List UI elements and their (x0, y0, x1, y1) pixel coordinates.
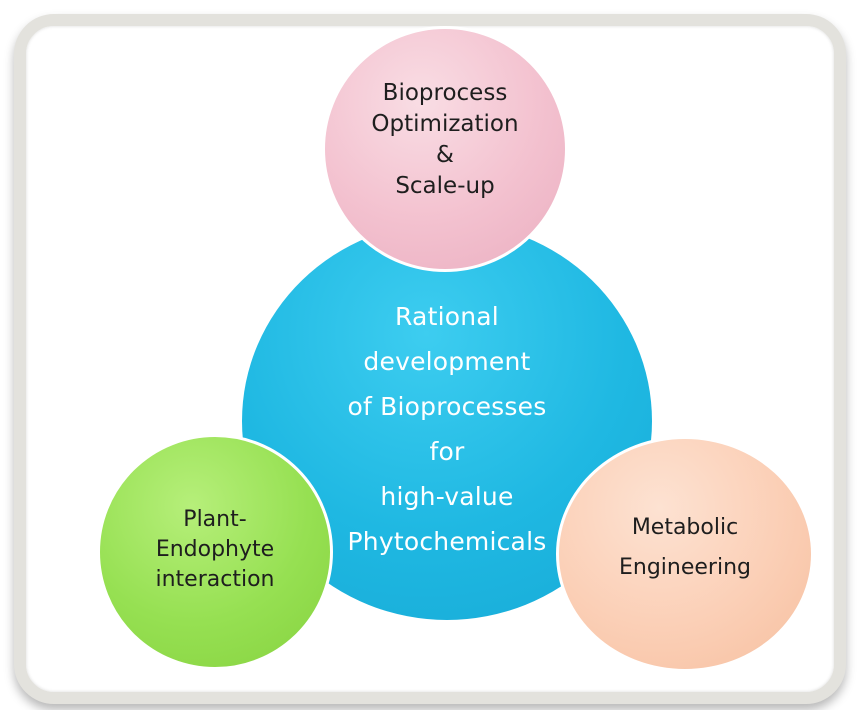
left-circle: Plant- Endophyte interaction (97, 434, 333, 670)
top-circle-label: Bioprocess Optimization & Scale-up (371, 80, 519, 199)
right-circle: Metabolic Engineering (556, 436, 814, 672)
center-circle-label: Rational development of Bioprocesses for… (347, 301, 547, 556)
right-circle-label: Metabolic Engineering (619, 515, 751, 580)
top-circle: Bioprocess Optimization & Scale-up (322, 26, 568, 272)
left-circle-label: Plant- Endophyte interaction (155, 507, 275, 592)
